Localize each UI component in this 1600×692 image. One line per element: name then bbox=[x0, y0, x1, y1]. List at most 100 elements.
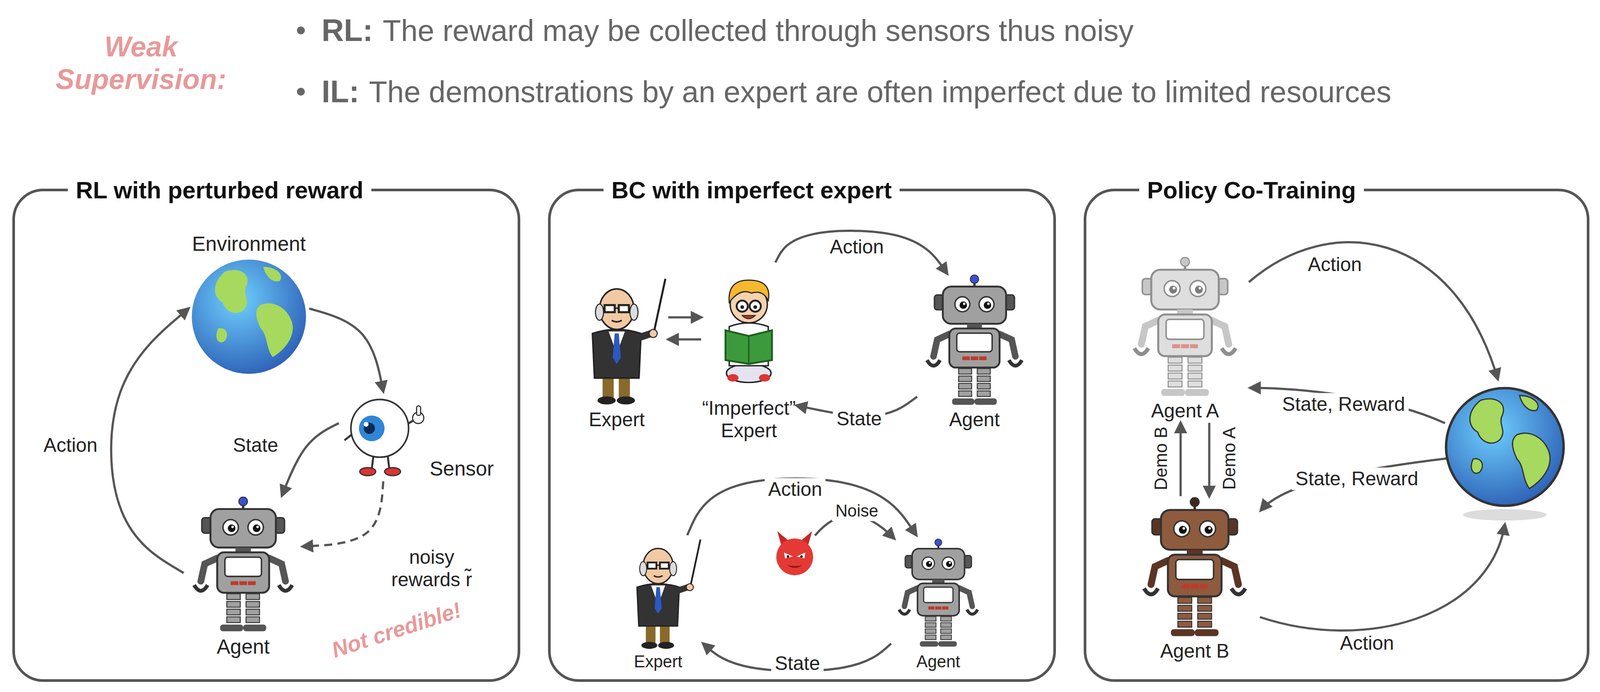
illustration-part bbox=[926, 359, 941, 366]
illustration-part bbox=[653, 575, 663, 577]
illustration-part bbox=[252, 524, 261, 532]
illustration-part bbox=[962, 302, 966, 305]
illustration-part bbox=[214, 269, 248, 313]
illustration-part bbox=[239, 581, 247, 586]
illustration-part bbox=[1185, 388, 1209, 396]
illustration-part bbox=[220, 624, 244, 631]
illustration-part bbox=[226, 593, 241, 600]
illustration-part bbox=[958, 375, 972, 382]
illustration-part bbox=[363, 421, 369, 427]
flow-connector bbox=[309, 308, 384, 392]
state-reward-arrow bbox=[1260, 458, 1448, 511]
illustration-part bbox=[925, 560, 933, 567]
illustration-part bbox=[1471, 458, 1483, 474]
illustration-part bbox=[225, 556, 262, 577]
illustration-part bbox=[1169, 285, 1178, 294]
illustration-part bbox=[226, 601, 241, 608]
illustration-part bbox=[592, 329, 641, 378]
illustration-part bbox=[970, 274, 979, 284]
node-label: Environment bbox=[192, 232, 306, 256]
node-label: “Imperfect” Expert bbox=[702, 396, 797, 442]
illustration-part bbox=[966, 609, 978, 615]
illustration-part bbox=[371, 455, 374, 469]
edge-label: Action bbox=[40, 433, 101, 457]
illustration-part bbox=[1168, 356, 1183, 363]
illustration-part bbox=[614, 307, 619, 309]
illustration-part bbox=[1221, 560, 1239, 585]
illustration-part bbox=[1231, 588, 1246, 595]
figure-node: “Imperfect” Expert bbox=[702, 262, 797, 442]
figure-node: Expert bbox=[614, 535, 703, 672]
illustration-part bbox=[611, 320, 623, 322]
annotation-label: State, Reward bbox=[1292, 467, 1423, 490]
illustration-part bbox=[1177, 604, 1193, 612]
illustration-part bbox=[1195, 285, 1204, 294]
illustration-part bbox=[800, 555, 804, 558]
node-label: Expert bbox=[588, 408, 645, 431]
node-label: Agent bbox=[949, 408, 1000, 431]
illustration-part bbox=[592, 278, 666, 404]
illustration-part bbox=[1197, 604, 1212, 612]
illustration-part bbox=[645, 623, 656, 644]
illustration-part bbox=[210, 508, 276, 548]
illustration-part bbox=[753, 305, 758, 309]
illustration-part bbox=[1446, 388, 1564, 506]
illustration-part bbox=[749, 300, 761, 312]
illustration-part bbox=[641, 641, 658, 649]
annotation-label: Action bbox=[1304, 253, 1366, 276]
panel-heading: BC with imperfect expert bbox=[603, 176, 900, 204]
illustration-part bbox=[1151, 560, 1168, 585]
robot-picture bbox=[1122, 256, 1248, 398]
illustration-part bbox=[649, 329, 658, 338]
illustration-part bbox=[200, 557, 218, 581]
bullet-dot bbox=[296, 26, 305, 35]
illustration-part bbox=[387, 455, 390, 469]
illustration-part bbox=[946, 560, 953, 567]
bullet-text: IL: bbox=[321, 74, 360, 110]
illustration-part bbox=[689, 539, 701, 589]
illustration-part bbox=[999, 333, 1016, 357]
edge-label: noisy rewards r̃ bbox=[373, 545, 491, 591]
illustration-part bbox=[940, 628, 952, 634]
illustration-part bbox=[1181, 344, 1189, 349]
illustration-part bbox=[977, 383, 991, 389]
illustration-part bbox=[597, 396, 616, 404]
section-title: Weak Supervision: bbox=[35, 30, 247, 96]
annotation-label: Not credible! bbox=[328, 596, 465, 663]
illustration-part bbox=[725, 280, 773, 383]
illustration-part bbox=[217, 551, 270, 593]
edge-label: State bbox=[771, 651, 824, 675]
illustration-part bbox=[942, 286, 1007, 324]
globe-shadow bbox=[1462, 508, 1547, 521]
illustration-part bbox=[1178, 525, 1187, 534]
node-label: Sensor bbox=[429, 456, 494, 481]
illustration-part bbox=[933, 333, 950, 357]
illustration-part bbox=[928, 606, 935, 610]
illustration-part bbox=[1177, 620, 1193, 627]
illustration-part bbox=[278, 584, 293, 591]
edge-label: State bbox=[229, 433, 282, 457]
illustration-part bbox=[1211, 320, 1229, 345]
illustration-part bbox=[658, 641, 675, 649]
illustration-part bbox=[246, 601, 260, 608]
illustration-part bbox=[1160, 509, 1229, 550]
illustration-part bbox=[796, 552, 806, 559]
illustration-part bbox=[1158, 314, 1212, 356]
flow-connector bbox=[1179, 422, 1182, 496]
illustration-part bbox=[1170, 628, 1195, 636]
figure-node: Agent B bbox=[1131, 496, 1259, 663]
figure-node: Agent A bbox=[1122, 256, 1248, 423]
illustration-part bbox=[1189, 344, 1198, 349]
illustration-part bbox=[1177, 596, 1193, 604]
illustration-part bbox=[1188, 364, 1203, 371]
illustration-part bbox=[1197, 620, 1212, 627]
illustration-part bbox=[926, 274, 1022, 405]
illustration-part bbox=[248, 581, 256, 586]
robot-picture bbox=[184, 496, 302, 634]
illustration-part bbox=[1168, 380, 1183, 387]
illustration-part bbox=[974, 398, 997, 405]
panel-heading: RL with perturbed reward bbox=[67, 176, 372, 204]
annotation-label: Noise bbox=[831, 501, 882, 521]
illustration-part bbox=[904, 587, 918, 607]
illustration-part bbox=[899, 538, 978, 647]
